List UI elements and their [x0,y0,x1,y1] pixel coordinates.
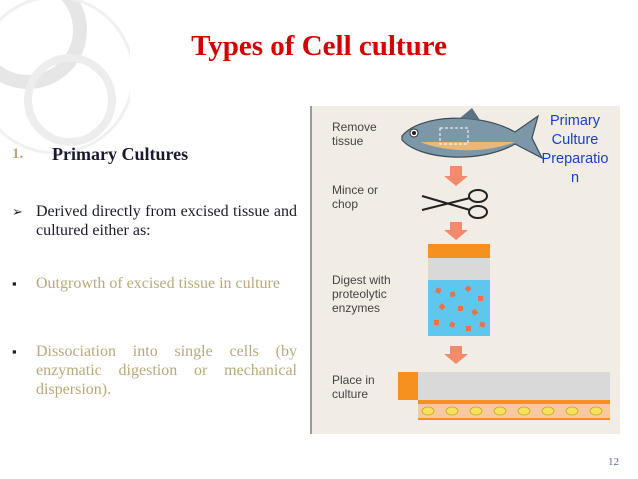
section-title: Primary Cultures [52,144,189,164]
caption-line: Primary [550,113,600,129]
square-bullet-icon: ▪ [12,276,17,291]
page-number: 12 [608,456,619,468]
bullet-text: Dissociation into single cells (by enzym… [36,343,297,398]
fish-icon [401,108,544,160]
arrow-bullet-icon: ➢ [12,204,23,219]
arrow-icon [444,222,468,240]
caption-line: Culture [551,132,599,148]
section-number: 1. [12,146,24,162]
caption-line: Preparatio [541,151,609,167]
bullet-item: ▪ Dissociation into single cells (by enz… [12,342,297,399]
bullet-item: ➢ Derived directly from excised tissue a… [12,202,297,240]
slide-title: Types of Cell culture [191,30,447,62]
bullet-item: ▪ Outgrowth of excised tissue in culture [12,274,297,293]
digestion-jar-icon [428,244,490,336]
caption-line: n [570,170,580,186]
bullet-text: Outgrowth of excised tissue in culture [36,275,280,292]
arrow-icon [444,346,468,364]
bullet-text: Derived directly from excised tissue and… [36,203,297,239]
square-bullet-icon: ▪ [12,344,17,359]
scissors-icon [421,189,488,219]
step-remove-line1: Remove [332,120,377,134]
arrow-icon [444,166,468,186]
figure-caption: Primary Culture Preparatio n [535,112,615,188]
culture-flask-icon [398,372,610,420]
decorative-circles [0,0,130,155]
